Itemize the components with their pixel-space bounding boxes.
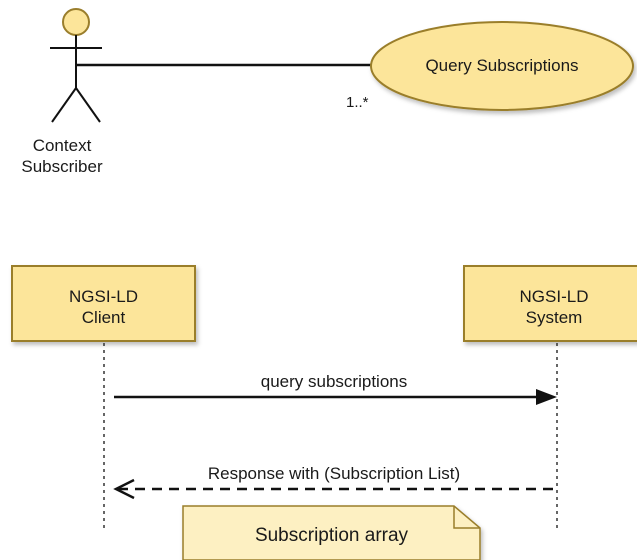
actor-label-line2: Subscriber xyxy=(21,157,103,176)
system-label-line1: NGSI-LD xyxy=(519,287,589,306)
request-arrowhead xyxy=(536,389,557,405)
client-label-line2: Client xyxy=(81,308,126,327)
usecase-label: Query Subscriptions xyxy=(425,56,579,75)
usecase-ellipse xyxy=(370,21,634,111)
client-label-line1: NGSI-LD xyxy=(69,287,138,306)
response-arrowhead xyxy=(113,478,135,500)
actor-left-leg xyxy=(51,87,77,123)
actor-stick-figure xyxy=(50,8,102,123)
response-message-label: Response with (Subscription List) xyxy=(207,464,461,483)
actor-head xyxy=(62,8,90,36)
system-lifeline-label: NGSI-LD System xyxy=(464,286,637,328)
multiplicity-label: 1..* xyxy=(346,94,369,111)
actor-label-line1: Context xyxy=(32,136,92,155)
actor-right-leg xyxy=(75,87,101,123)
request-message-label: query subscriptions xyxy=(260,372,408,391)
actor-label: Context Subscriber xyxy=(0,135,124,177)
note-shape xyxy=(182,505,481,560)
system-lifeline-box xyxy=(463,265,637,342)
client-lifeline-box xyxy=(11,265,196,342)
system-label-line2: System xyxy=(525,308,583,327)
client-lifeline-label: NGSI-LD Client xyxy=(12,286,195,328)
note-label: Subscription array xyxy=(254,525,409,546)
